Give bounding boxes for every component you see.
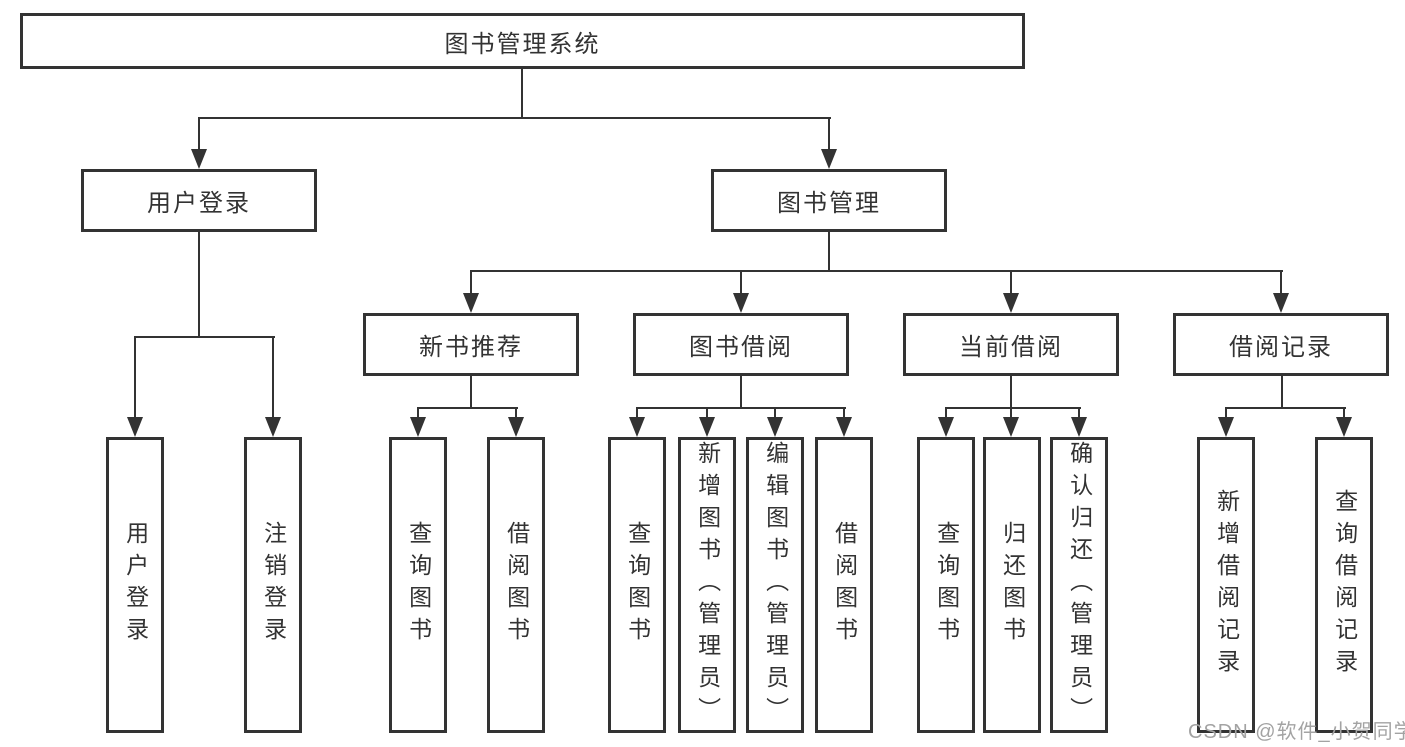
connector-vline xyxy=(515,407,517,421)
arrow-down-icon xyxy=(1071,417,1087,437)
leaf-query-books: 查询图书 xyxy=(917,437,975,733)
node-borrow-records: 借阅记录 xyxy=(1173,313,1389,376)
connector-vline xyxy=(470,270,472,297)
leaf-label: 查询图书 xyxy=(624,521,651,649)
connector-vline xyxy=(198,232,200,338)
leaf-user-login: 用户登录 xyxy=(106,437,164,733)
arrow-down-icon xyxy=(733,293,749,313)
connector-vline xyxy=(272,336,274,420)
arrow-down-icon xyxy=(629,417,645,437)
node-current-borrow: 当前借阅 xyxy=(903,313,1119,376)
connector-vline xyxy=(134,336,136,420)
arrow-down-icon xyxy=(410,417,426,437)
leaf-return-books: 归还图书 xyxy=(983,437,1041,733)
leaf-query-books: 查询图书 xyxy=(608,437,666,733)
arrow-down-icon xyxy=(1218,417,1234,437)
arrow-down-icon xyxy=(1336,417,1352,437)
leaf-add-book-admin: 新增图书（管理员） xyxy=(678,437,736,733)
leaf-label: 查询图书 xyxy=(933,521,960,649)
leaf-label: 新增图书（管理员） xyxy=(694,441,721,729)
connector-hline xyxy=(636,407,846,409)
leaf-query-borrow-record: 查询借阅记录 xyxy=(1315,437,1373,733)
leaf-add-borrow-record: 新增借阅记录 xyxy=(1197,437,1255,733)
arrow-down-icon xyxy=(836,417,852,437)
connector-vline xyxy=(945,407,947,421)
arrow-down-icon xyxy=(938,417,954,437)
leaf-label: 新增借阅记录 xyxy=(1213,489,1240,681)
connector-vline xyxy=(417,407,419,421)
connector-hline xyxy=(417,407,518,409)
arrow-down-icon xyxy=(463,293,479,313)
connector-vline xyxy=(521,69,523,119)
arrow-down-icon xyxy=(1003,417,1019,437)
leaf-label: 查询借阅记录 xyxy=(1331,489,1358,681)
arrow-down-icon xyxy=(767,417,783,437)
node-new-book-recommend: 新书推荐 xyxy=(363,313,579,376)
connector-vline xyxy=(828,117,830,153)
connector-vline xyxy=(1280,270,1282,297)
arrow-down-icon xyxy=(1003,293,1019,313)
connector-vline xyxy=(1010,376,1012,409)
connector-vline xyxy=(1343,407,1345,421)
leaf-borrow-books: 借阅图书 xyxy=(487,437,545,733)
connector-vline xyxy=(1010,407,1012,421)
connector-hline xyxy=(134,336,275,338)
leaf-label: 借阅图书 xyxy=(503,521,530,649)
connector-vline xyxy=(1010,270,1012,297)
leaf-query-books: 查询图书 xyxy=(389,437,447,733)
connector-vline xyxy=(1078,407,1080,421)
csdn-watermark: CSDN @软件_小贺同学 xyxy=(1188,721,1405,743)
node-root: 图书管理系统 xyxy=(20,13,1025,69)
arrow-down-icon xyxy=(265,417,281,437)
leaf-label: 确认归还（管理员） xyxy=(1066,441,1093,729)
leaf-logout: 注销登录 xyxy=(244,437,302,733)
connector-vline xyxy=(828,232,830,272)
leaf-confirm-return-admin: 确认归还（管理员） xyxy=(1050,437,1108,733)
connector-vline xyxy=(774,407,776,421)
connector-hline xyxy=(945,407,1081,409)
connector-vline xyxy=(1281,376,1283,409)
connector-vline xyxy=(740,270,742,297)
connector-vline xyxy=(843,407,845,421)
node-book-borrow: 图书借阅 xyxy=(633,313,849,376)
leaf-label: 编辑图书（管理员） xyxy=(762,441,789,729)
leaf-label: 注销登录 xyxy=(260,521,287,649)
connector-vline xyxy=(740,376,742,409)
connector-vline xyxy=(470,376,472,409)
connector-vline xyxy=(198,117,200,153)
leaf-label: 查询图书 xyxy=(405,521,432,649)
connector-vline xyxy=(706,407,708,421)
arrow-down-icon xyxy=(699,417,715,437)
leaf-label: 归还图书 xyxy=(999,521,1026,649)
node-user-login: 用户登录 xyxy=(81,169,317,232)
arrow-down-icon xyxy=(508,417,524,437)
connector-hline xyxy=(198,117,831,119)
leaf-label: 用户登录 xyxy=(122,521,149,649)
connector-vline xyxy=(1225,407,1227,421)
connector-vline xyxy=(636,407,638,421)
node-book-management: 图书管理 xyxy=(711,169,947,232)
arrow-down-icon xyxy=(1273,293,1289,313)
leaf-edit-book-admin: 编辑图书（管理员） xyxy=(746,437,804,733)
arrow-down-icon xyxy=(821,149,837,169)
connector-hline xyxy=(1225,407,1346,409)
arrow-down-icon xyxy=(127,417,143,437)
leaf-borrow-books: 借阅图书 xyxy=(815,437,873,733)
connector-hline xyxy=(470,270,1283,272)
leaf-label: 借阅图书 xyxy=(831,521,858,649)
arrow-down-icon xyxy=(191,149,207,169)
